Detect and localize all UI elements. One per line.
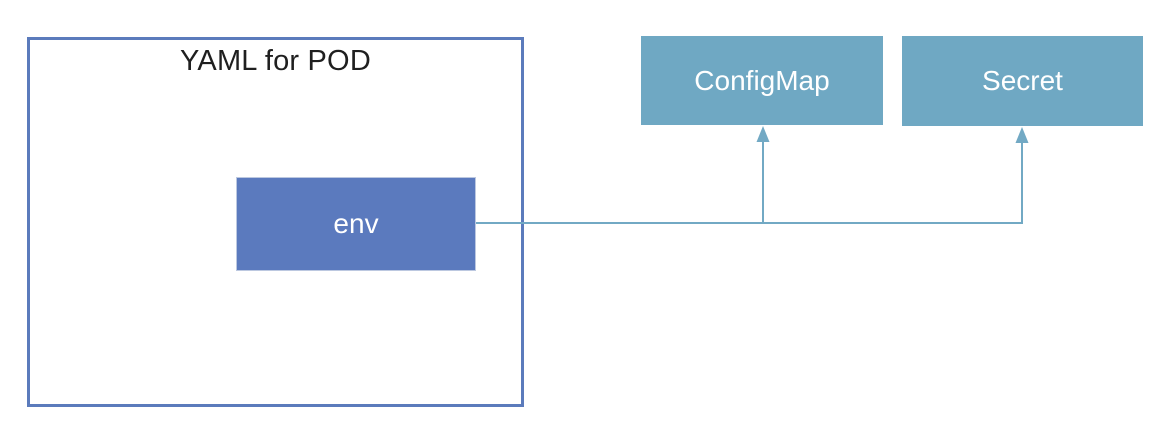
env-to-secret-connector xyxy=(475,141,1023,224)
configmap-node: ConfigMap xyxy=(641,36,883,125)
arrowhead-to-configmap-icon xyxy=(756,126,770,142)
env-node-label: env xyxy=(333,208,379,239)
env-node: env xyxy=(237,178,475,270)
secret-node: Secret xyxy=(902,36,1143,126)
arrowhead-to-secret-icon xyxy=(1015,127,1029,143)
pod-title: YAML for POD xyxy=(180,45,371,77)
configmap-node-label: ConfigMap xyxy=(694,64,830,96)
secret-node-label: Secret xyxy=(982,65,1063,96)
